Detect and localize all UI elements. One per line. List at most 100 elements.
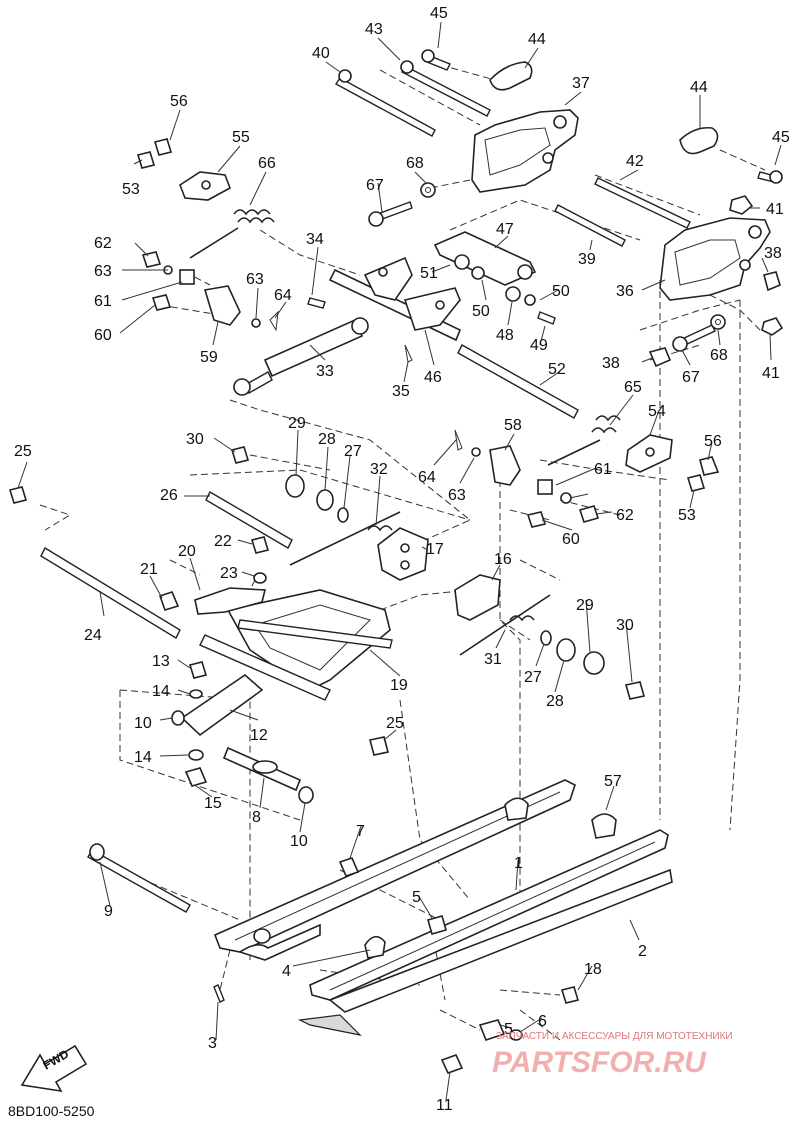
- callout-13: 13: [152, 653, 170, 670]
- callout-17: 17: [426, 541, 444, 558]
- callout-63: 63: [448, 487, 466, 504]
- callout-47: 47: [496, 221, 514, 238]
- callout-24: 24: [84, 627, 102, 644]
- callout-67: 67: [366, 177, 384, 194]
- leader-lines: [17, 21, 782, 1101]
- callout-25: 25: [386, 715, 404, 732]
- callout-29: 29: [576, 597, 594, 614]
- callout-18: 18: [584, 961, 602, 978]
- callout-49: 49: [530, 337, 548, 354]
- watermark-tagline: ЗАПЧАСТИ И АКСЕССУАРЫ ДЛЯ МОТОТЕХНИКИ: [496, 1031, 733, 1042]
- callout-60: 60: [562, 531, 580, 548]
- callout-63: 63: [94, 263, 112, 280]
- callout-45: 45: [430, 5, 448, 22]
- callout-63: 63: [246, 271, 264, 288]
- callout-9: 9: [104, 903, 113, 920]
- callout-68: 68: [406, 155, 424, 172]
- callout-36: 36: [616, 283, 634, 300]
- callout-21: 21: [140, 561, 158, 578]
- fwd-arrow-icon: FWD: [20, 1044, 88, 1093]
- callout-22: 22: [214, 533, 232, 550]
- callout-53: 53: [122, 181, 140, 198]
- callout-26: 26: [160, 487, 178, 504]
- callout-20: 20: [178, 543, 196, 560]
- callout-3: 3: [208, 1035, 217, 1052]
- callout-42: 42: [626, 153, 644, 170]
- callout-16: 16: [494, 551, 512, 568]
- callout-64: 64: [418, 469, 436, 486]
- rear-arm-rods: [334, 49, 783, 184]
- callout-14: 14: [152, 683, 170, 700]
- callout-48: 48: [496, 327, 514, 344]
- callout-15: 15: [204, 795, 222, 812]
- callout-5: 5: [504, 1021, 513, 1038]
- callout-62: 62: [616, 507, 634, 524]
- upper-brackets: [471, 109, 784, 368]
- callout-10: 10: [290, 833, 308, 850]
- callout-27: 27: [524, 669, 542, 686]
- callout-40: 40: [312, 45, 330, 62]
- front-arm-assembly: [8, 446, 646, 804]
- callout-2: 2: [638, 943, 647, 960]
- callout-labels: 45 44 43 40 37 44 45 56 55 66 53 68 67 4…: [14, 5, 790, 1114]
- callout-43: 43: [365, 21, 383, 38]
- callout-44: 44: [690, 79, 708, 96]
- callout-41: 41: [762, 365, 780, 382]
- callout-61: 61: [594, 461, 612, 478]
- callout-51: 51: [420, 265, 438, 282]
- callout-39: 39: [578, 251, 596, 268]
- callout-14: 14: [134, 749, 152, 766]
- callout-30: 30: [616, 617, 634, 634]
- callout-62: 62: [94, 235, 112, 252]
- callout-10: 10: [134, 715, 152, 732]
- callout-38: 38: [764, 245, 782, 262]
- callout-41: 41: [766, 201, 784, 218]
- callout-55: 55: [232, 129, 250, 146]
- slide-rails: [87, 779, 673, 1074]
- callout-52: 52: [548, 361, 566, 378]
- callout-38: 38: [602, 355, 620, 372]
- callout-60: 60: [94, 327, 112, 344]
- callout-45: 45: [772, 129, 790, 146]
- callout-56: 56: [704, 433, 722, 450]
- callout-59: 59: [200, 349, 218, 366]
- callout-35: 35: [392, 383, 410, 400]
- callout-46: 46: [424, 369, 442, 386]
- center-links: [136, 138, 556, 363]
- callout-64: 64: [274, 287, 292, 304]
- callout-29: 29: [288, 415, 306, 432]
- callout-32: 32: [370, 461, 388, 478]
- callout-61: 61: [94, 293, 112, 310]
- callout-4: 4: [282, 963, 291, 980]
- callout-56: 56: [170, 93, 188, 110]
- callout-25: 25: [14, 443, 32, 460]
- callout-68: 68: [710, 347, 728, 364]
- callout-54: 54: [648, 403, 666, 420]
- callout-7: 7: [356, 823, 365, 840]
- callout-23: 23: [220, 565, 238, 582]
- callout-53: 53: [678, 507, 696, 524]
- callout-65: 65: [624, 379, 642, 396]
- callout-6: 6: [538, 1013, 547, 1030]
- callout-31: 31: [484, 651, 502, 668]
- callout-44: 44: [528, 31, 546, 48]
- drawing-code: 8BD100-5250: [8, 1103, 95, 1119]
- callout-58: 58: [504, 417, 522, 434]
- callout-11: 11: [436, 1097, 453, 1114]
- callout-12: 12: [250, 727, 268, 744]
- callout-66: 66: [258, 155, 276, 172]
- callout-5: 5: [412, 889, 421, 906]
- callout-27: 27: [344, 443, 362, 460]
- watermark: ЗАПЧАСТИ И АКСЕССУАРЫ ДЛЯ МОТОТЕХНИКИ PA…: [492, 1031, 733, 1079]
- callout-50: 50: [552, 283, 570, 300]
- callout-8: 8: [252, 809, 261, 826]
- callout-57: 57: [604, 773, 622, 790]
- callout-1: 1: [514, 855, 523, 872]
- callout-37: 37: [572, 75, 590, 92]
- callout-19: 19: [390, 677, 408, 694]
- callout-33: 33: [316, 363, 334, 380]
- callout-67: 67: [682, 369, 700, 386]
- callout-30: 30: [186, 431, 204, 448]
- callout-50: 50: [472, 303, 490, 320]
